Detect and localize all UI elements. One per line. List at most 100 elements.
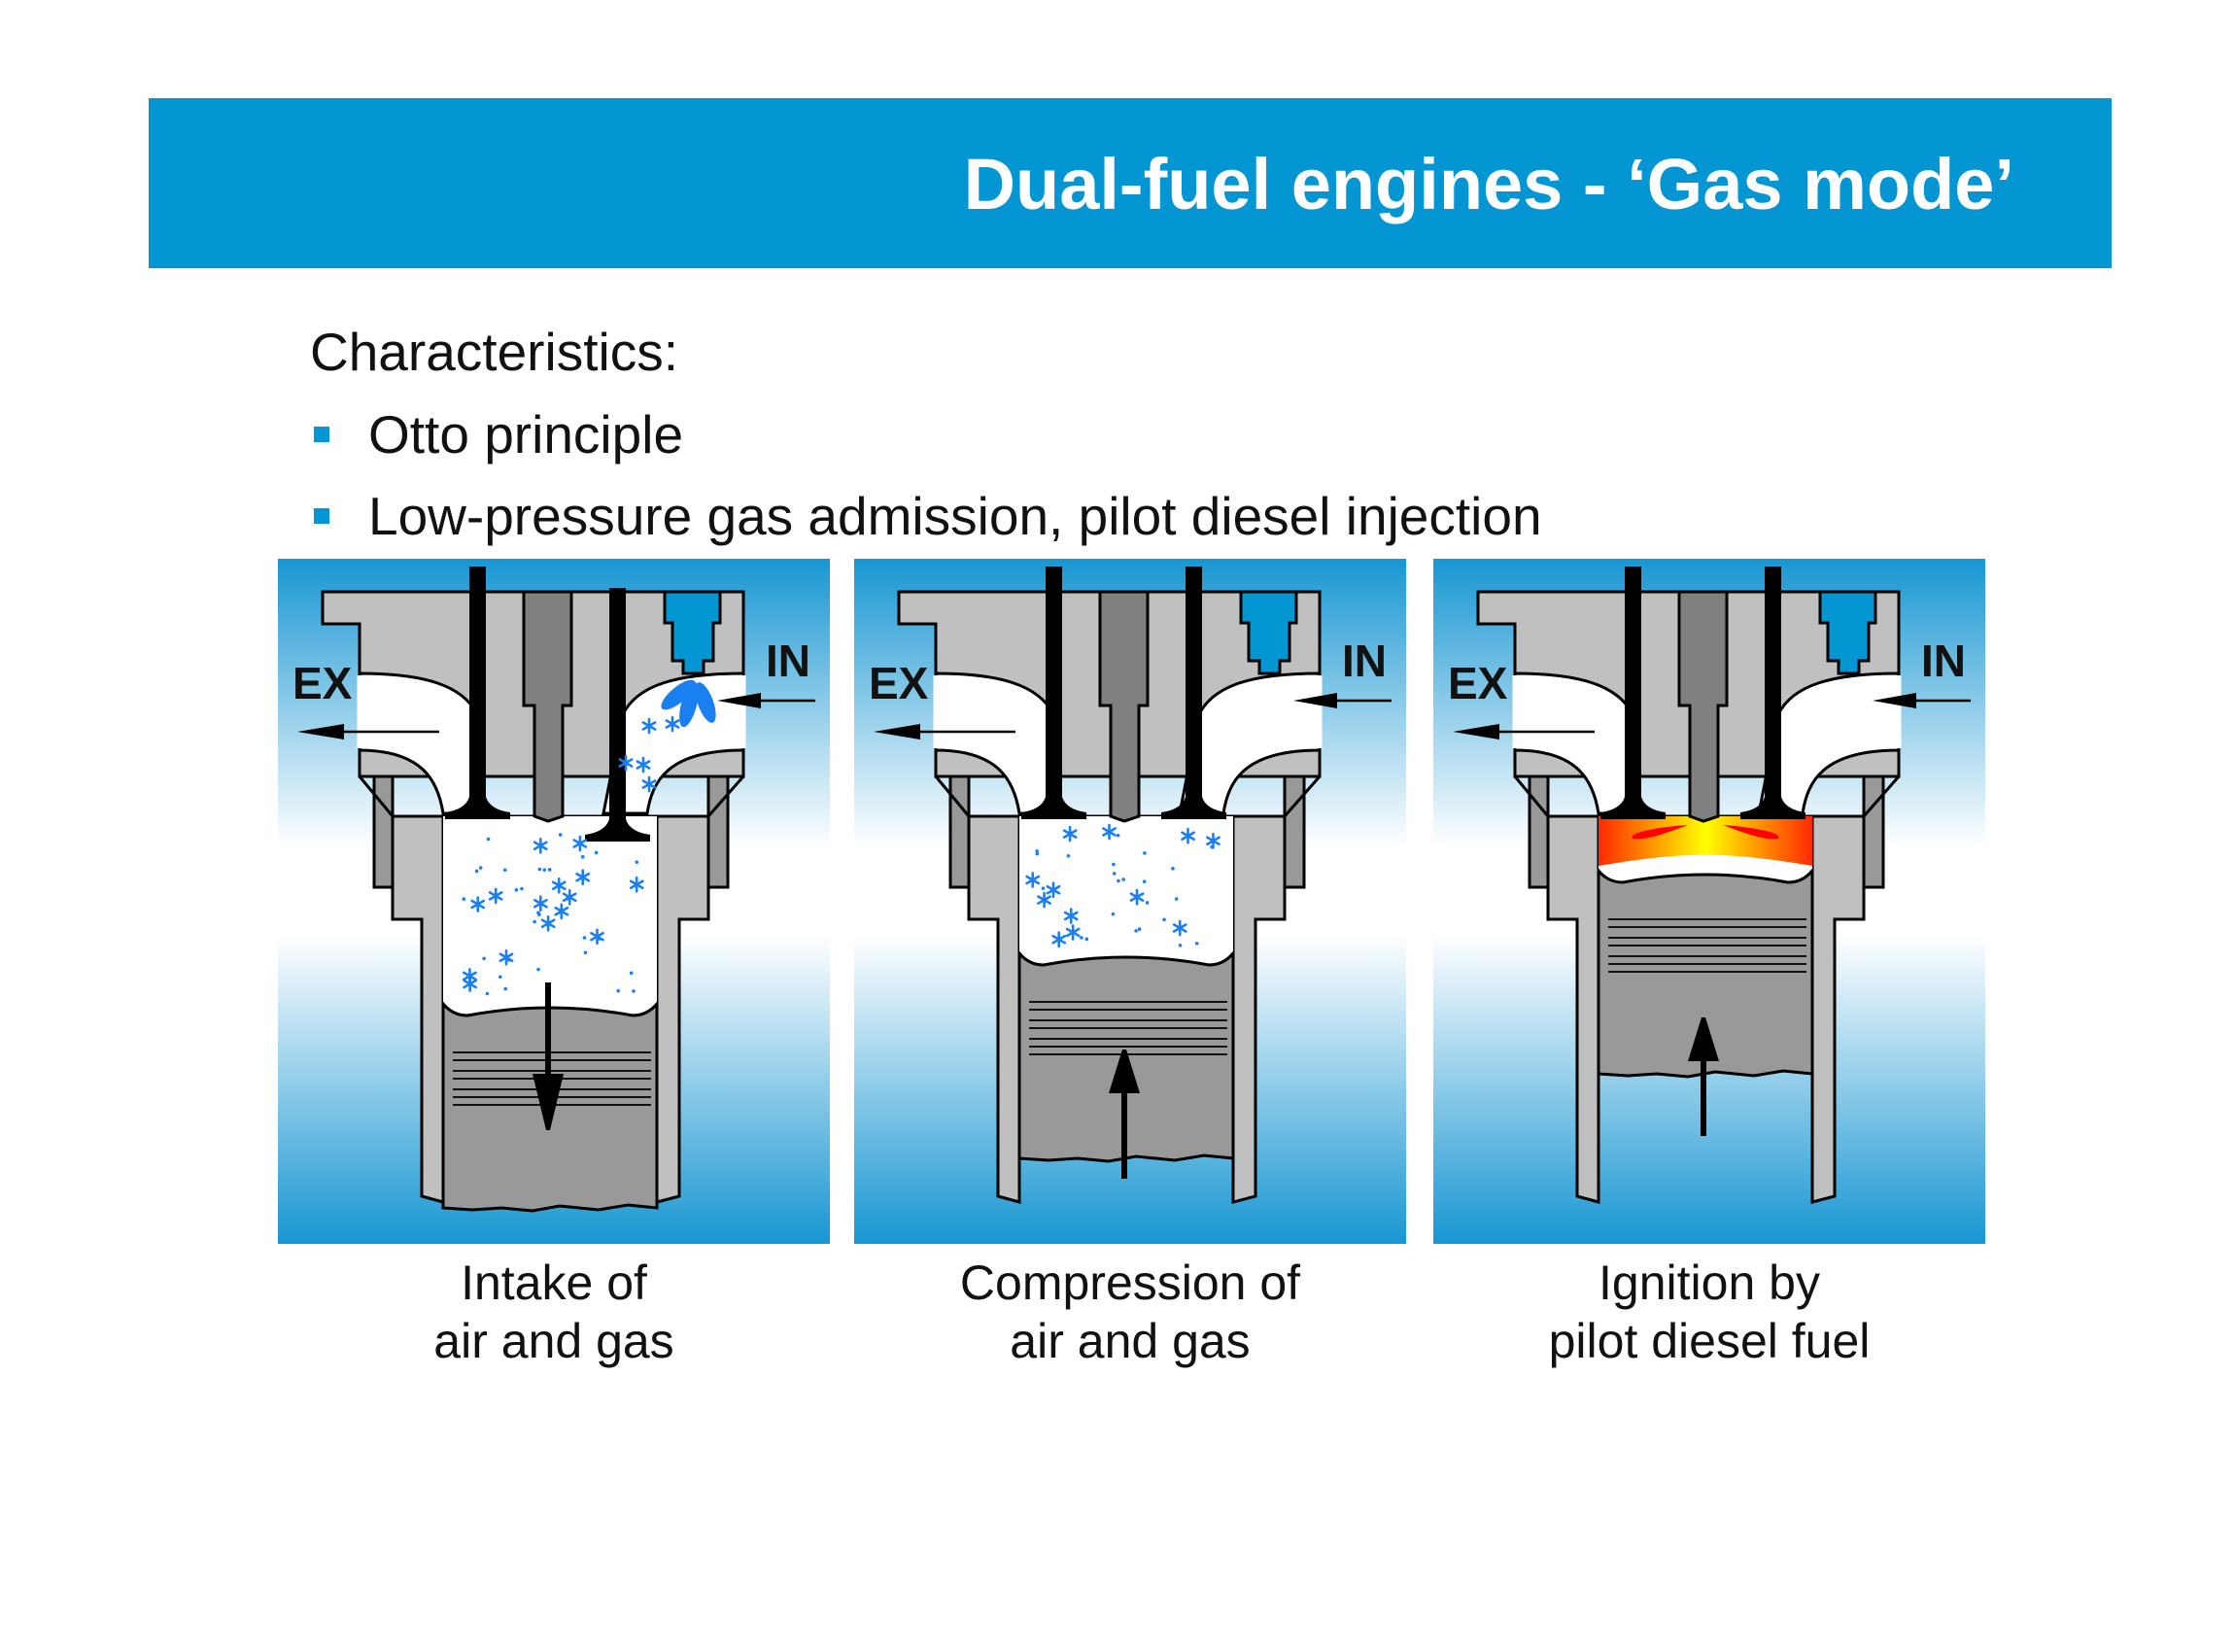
- gas-particle-dot: [542, 868, 547, 872]
- gas-particle-dot: [1178, 943, 1183, 947]
- gas-particle-star: [629, 876, 644, 893]
- gas-particle-dot: [558, 833, 563, 837]
- gas-particle-dot: [1084, 937, 1089, 942]
- exhaust-valve: [445, 567, 510, 819]
- head-edge: [1513, 775, 1901, 817]
- arrow-head-icon: [717, 693, 761, 708]
- side-block: [948, 774, 971, 889]
- caption-compression: Compression of air and gas: [854, 1254, 1406, 1370]
- flame-jet: [1723, 825, 1779, 840]
- gas-particle-dot: [1066, 853, 1071, 858]
- gas-particle-star: [488, 887, 503, 905]
- gas-particle-dot: [1143, 851, 1147, 855]
- side-block: [1283, 774, 1306, 889]
- gas-particle-star: [590, 928, 604, 946]
- bullet-item: Low-pressure gas admission, pilot diesel…: [314, 485, 1542, 547]
- gas-particle-dot: [536, 967, 540, 972]
- pilot-injector: [1677, 590, 1729, 823]
- gas-particle-star: [575, 869, 590, 885]
- gas-particle-star: [499, 949, 514, 966]
- gas-particle-star: [665, 715, 680, 733]
- gas-particle-dot: [1080, 936, 1083, 940]
- page-title: Dual-fuel engines - ‘Gas mode’: [963, 144, 2014, 224]
- gas-particle-star: [1181, 827, 1195, 844]
- gas-particle-dot: [1171, 867, 1175, 871]
- gas-particle-star: [1025, 872, 1041, 888]
- arrow-down-icon: [533, 1074, 564, 1130]
- gas-particle-dot: [482, 956, 486, 961]
- bullet-square-icon: [314, 508, 329, 524]
- caption-line: Compression of: [959, 1256, 1301, 1310]
- gas-particle-dot: [486, 837, 491, 842]
- gas-particle-dot: [1035, 849, 1039, 853]
- ex-label: EX: [292, 658, 353, 708]
- gas-particle-dot: [520, 886, 524, 891]
- gas-particle-star: [1046, 881, 1061, 898]
- gas-particle-star: [470, 896, 485, 912]
- gas-particle-dot: [1117, 878, 1120, 883]
- gas-particle-star: [1172, 919, 1187, 937]
- gas-particle-dot: [1162, 917, 1166, 922]
- gas-particle-dot: [502, 868, 507, 873]
- gas-particle-dot: [594, 850, 599, 855]
- gas-particle-star: [1037, 891, 1051, 909]
- gas-particle-star: [641, 717, 657, 735]
- gas-particle-dot: [536, 911, 540, 915]
- bullet-square-icon: [314, 427, 329, 442]
- gas-particle-dot: [1142, 879, 1147, 883]
- gas-particle-star: [1063, 908, 1079, 924]
- gas-particle-dot: [1145, 901, 1150, 905]
- side-block: [1862, 774, 1885, 889]
- gas-particle-dot: [1121, 878, 1125, 881]
- gas-particle-dot: [1194, 942, 1199, 946]
- engine-diagram-intake: EX IN: [278, 559, 830, 1244]
- caption-line: Ignition by: [1599, 1256, 1820, 1310]
- caption-ignition: Ignition by pilot diesel fuel: [1433, 1254, 1985, 1370]
- gas-particle-dot: [547, 868, 552, 872]
- gas-particle-star: [540, 915, 556, 932]
- head-edge: [358, 775, 745, 817]
- gas-particle-dot: [1111, 912, 1116, 916]
- gas-particle-dot: [616, 988, 621, 993]
- side-block: [706, 774, 730, 889]
- pilot-injector: [522, 590, 573, 823]
- gas-particle-star: [463, 976, 477, 992]
- side-block: [1528, 774, 1550, 889]
- gas-particle-dot: [1112, 872, 1117, 876]
- caption-line: pilot diesel fuel: [1548, 1314, 1871, 1368]
- intake-valve: [1740, 567, 1805, 819]
- gas-particle-dot: [1174, 897, 1179, 901]
- gas-particle-dot: [537, 867, 542, 872]
- caption-line: Intake of: [461, 1256, 647, 1310]
- gas-particle-star: [551, 877, 567, 894]
- arrow-head-icon: [297, 724, 344, 740]
- title-banner: Dual-fuel engines - ‘Gas mode’: [149, 98, 2112, 268]
- intake-valve: [1161, 567, 1226, 819]
- arrow-head-icon: [874, 724, 920, 740]
- gas-particle-star: [1102, 823, 1117, 841]
- piston: [1597, 866, 1814, 1079]
- characteristics-heading: Characteristics:: [310, 322, 678, 382]
- gas-particle-dot: [462, 897, 466, 901]
- gas-particle-dot: [503, 986, 508, 991]
- gas-particle-star: [554, 903, 569, 920]
- in-label: IN: [766, 636, 810, 686]
- gas-particle-dot: [580, 855, 585, 859]
- gas-particle-star: [1065, 924, 1081, 941]
- gas-admission-valve: [1239, 590, 1298, 675]
- gas-particle-dot: [635, 860, 639, 864]
- bullet-text: Otto principle: [368, 404, 684, 465]
- caption-line: air and gas: [1010, 1314, 1251, 1368]
- caption-intake: Intake of air and gas: [278, 1254, 830, 1370]
- side-block: [372, 774, 395, 889]
- gas-particle-star: [1062, 825, 1078, 843]
- gas-particle-dot: [1137, 927, 1142, 931]
- gas-particle-dot: [1116, 833, 1120, 838]
- gas-particle-dot: [632, 989, 636, 993]
- intake-valve: [585, 588, 650, 842]
- gas-particle-dot: [485, 991, 490, 996]
- gas-particle-dot: [498, 975, 502, 980]
- flame-jet: [1632, 825, 1688, 840]
